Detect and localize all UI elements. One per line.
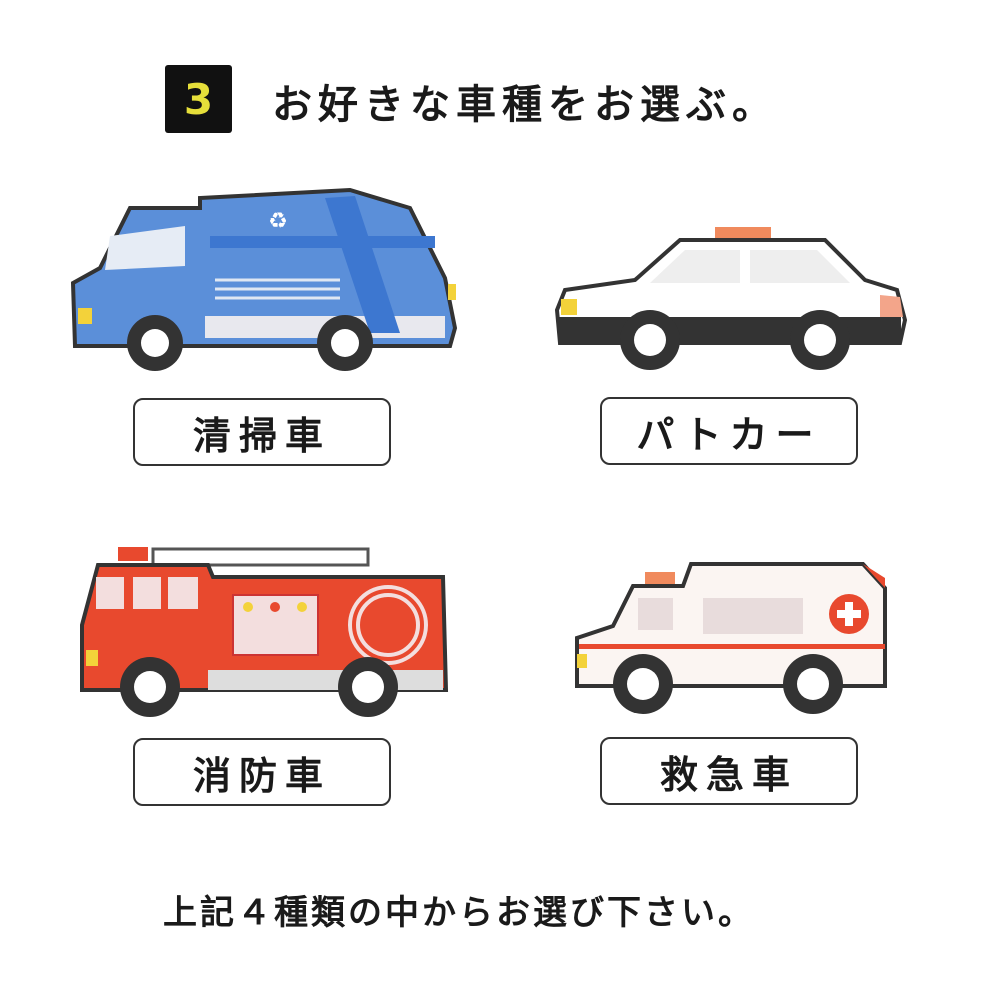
fire-truck-icon[interactable] [78, 545, 452, 721]
police-car-icon[interactable] [555, 225, 907, 373]
vehicle-label-police-car[interactable]: パトカー [600, 397, 858, 465]
vehicle-label-ambulance[interactable]: 救急車 [600, 737, 858, 805]
page-title: お好きな車種をお選ぶ。 [272, 82, 778, 128]
svg-text:♻: ♻ [268, 209, 288, 234]
footer-note: 上記４種類の中からお選び下さい。 [163, 893, 755, 933]
garbage-truck-icon[interactable]: ♻ [70, 188, 462, 378]
vehicle-label-garbage-truck[interactable]: 清掃車 [133, 398, 391, 466]
vehicle-label-fire-truck[interactable]: 消防車 [133, 738, 391, 806]
step-number-badge: 3 [165, 65, 232, 133]
ambulance-icon[interactable] [573, 558, 889, 720]
